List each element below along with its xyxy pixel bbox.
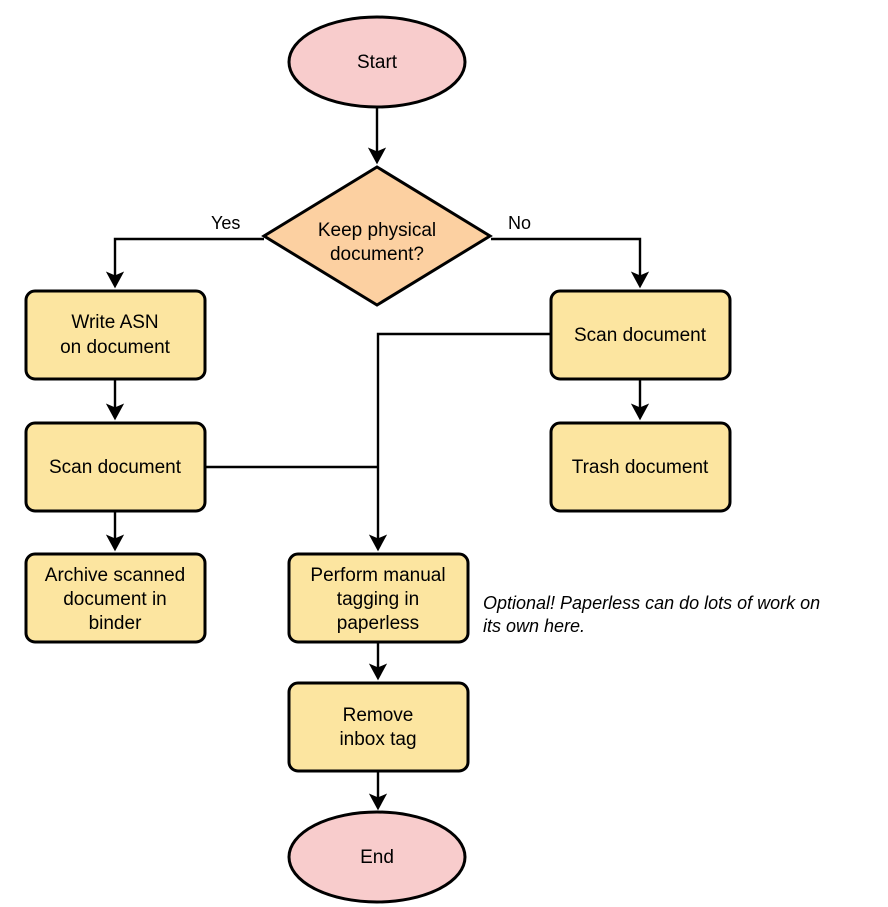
optional-note-line-2: its own here. [483, 616, 585, 636]
decision-diamond-shape [261, 165, 493, 307]
decision-label-line-1: Keep physical [318, 220, 436, 241]
manual-tagging-rect-shape [287, 552, 470, 644]
decision-label-line-2: document? [330, 244, 424, 265]
node-trash-document[interactable]: Trash document [549, 421, 732, 513]
optional-note-line-1: Optional! Paperless can do lots of work … [483, 593, 820, 613]
trash-document-label: Trash document [572, 457, 709, 478]
archive-binder-label-line-3: binder [89, 613, 142, 634]
node-end[interactable]: End [287, 810, 467, 904]
remove-inbox-tag-label-line-2: inbox tag [339, 729, 416, 750]
write-asn-rect-shape [24, 289, 207, 381]
node-archive-scanned-document-in-binder[interactable]: Archive scanned document in binder [24, 552, 207, 644]
scan-document-right-label: Scan document [574, 325, 707, 346]
edges-layer [105, 107, 650, 811]
edge-decision-to-scan-right [491, 237, 650, 289]
scan-document-left-label: Scan document [49, 457, 182, 478]
edge-labels-layer: Yes No [211, 213, 531, 233]
remove-inbox-tag-rect-shape [287, 681, 470, 773]
manual-tagging-label-line-3: paperless [337, 613, 419, 634]
end-ellipse-shape [287, 810, 467, 904]
scan-document-right-rect-shape [549, 289, 732, 381]
archive-binder-label-line-1: Archive scanned [45, 565, 185, 586]
edge-label-yes: Yes [211, 213, 240, 233]
trash-document-rect-shape [549, 421, 732, 513]
edge-scan-right-to-tagging [368, 332, 551, 552]
write-asn-label-line-1: Write ASN [71, 312, 158, 333]
manual-tagging-label-line-2: tagging in [337, 589, 419, 610]
start-label: Start [357, 52, 398, 73]
scan-document-left-rect-shape [24, 421, 207, 513]
node-scan-document-right[interactable]: Scan document [549, 289, 732, 381]
end-label: End [360, 847, 394, 868]
node-scan-document-left[interactable]: Scan document [24, 421, 207, 513]
archive-binder-label-line-2: document in [63, 589, 167, 610]
manual-tagging-label-line-1: Perform manual [310, 565, 445, 586]
remove-inbox-tag-label-line-1: Remove [343, 705, 414, 726]
node-write-asn-on-document[interactable]: Write ASN on document [24, 289, 207, 381]
node-perform-manual-tagging[interactable]: Perform manual tagging in paperless [287, 552, 470, 644]
edge-label-no: No [508, 213, 531, 233]
node-start[interactable]: Start [287, 15, 467, 109]
start-ellipse-shape [287, 15, 467, 109]
annotation-optional-note: Optional! Paperless can do lots of work … [483, 593, 820, 636]
edge-decision-to-write-asn [105, 237, 264, 289]
node-remove-inbox-tag[interactable]: Remove inbox tag [287, 681, 470, 773]
archive-binder-rect-shape [24, 552, 207, 644]
node-keep-physical-document[interactable]: Keep physical document? [261, 165, 493, 307]
write-asn-label-line-2: on document [60, 337, 171, 358]
